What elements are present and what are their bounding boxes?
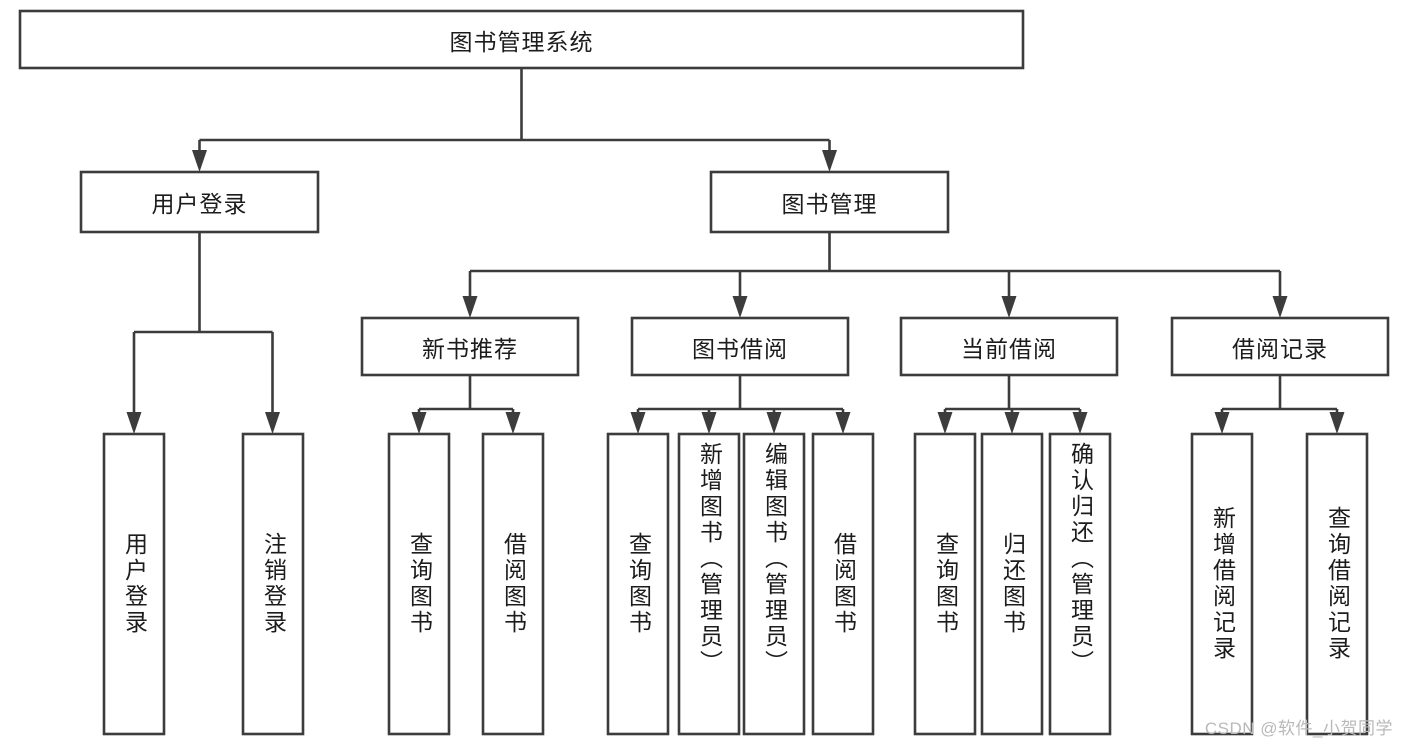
node-leaf-edit-book[interactable] xyxy=(742,432,806,736)
node-leaf-add-book[interactable] xyxy=(677,432,741,736)
arrow-head-icon xyxy=(192,150,207,172)
arrow-head-icon xyxy=(505,412,521,434)
arrow-head-icon xyxy=(462,296,478,318)
arrow-head-icon xyxy=(701,412,717,434)
arrow-head-icon xyxy=(1329,412,1345,434)
arrow-head-icon xyxy=(265,412,280,434)
arrow-head-icon xyxy=(732,296,748,318)
connector-borrow-record-to-leaves xyxy=(1214,375,1345,434)
arrow-head-icon xyxy=(630,412,646,434)
node-leaf-return-book[interactable] xyxy=(980,432,1044,736)
connector-user-login-to-leaves xyxy=(126,232,280,434)
node-root[interactable] xyxy=(18,9,1025,70)
arrow-head-icon xyxy=(126,412,142,434)
node-current-borrow[interactable] xyxy=(899,316,1119,377)
arrow-head-icon xyxy=(1272,296,1288,318)
node-leaf-add-record[interactable] xyxy=(1190,432,1254,736)
node-leaf-borrow-book-1[interactable] xyxy=(481,432,545,736)
node-leaf-user-login[interactable] xyxy=(102,432,166,736)
node-new-book-rec[interactable] xyxy=(360,316,580,377)
node-leaf-user-logout[interactable] xyxy=(241,432,305,736)
node-borrow-record[interactable] xyxy=(1170,316,1390,377)
arrow-head-icon xyxy=(1001,296,1017,318)
node-leaf-query-record[interactable] xyxy=(1305,432,1369,736)
node-user-login[interactable] xyxy=(79,170,320,234)
arrow-head-icon xyxy=(822,150,837,172)
node-book-borrow[interactable] xyxy=(630,316,850,377)
arrow-head-icon xyxy=(1214,412,1230,434)
node-leaf-query-book-1[interactable] xyxy=(387,432,451,736)
node-leaf-confirm-return[interactable] xyxy=(1048,432,1112,736)
arrow-head-icon xyxy=(1072,412,1088,434)
arrow-head-icon xyxy=(937,412,953,434)
node-leaf-borrow-book-2[interactable] xyxy=(811,432,875,736)
connector-current-borrow-to-leaves xyxy=(937,375,1088,434)
arrow-head-icon xyxy=(1004,412,1020,434)
node-leaf-query-book-3[interactable] xyxy=(913,432,977,736)
connector-book-borrow-to-leaves xyxy=(630,375,851,434)
node-leaf-query-book-2[interactable] xyxy=(606,432,670,736)
arrow-head-icon xyxy=(835,412,851,434)
arrow-head-icon xyxy=(411,412,427,434)
connector-root-to-level2 xyxy=(192,68,837,172)
node-book-manage[interactable] xyxy=(709,170,950,234)
connector-book-manage-to-level3 xyxy=(462,232,1288,318)
connector-new-book-rec-to-leaves xyxy=(411,375,521,434)
arrow-head-icon xyxy=(766,412,782,434)
